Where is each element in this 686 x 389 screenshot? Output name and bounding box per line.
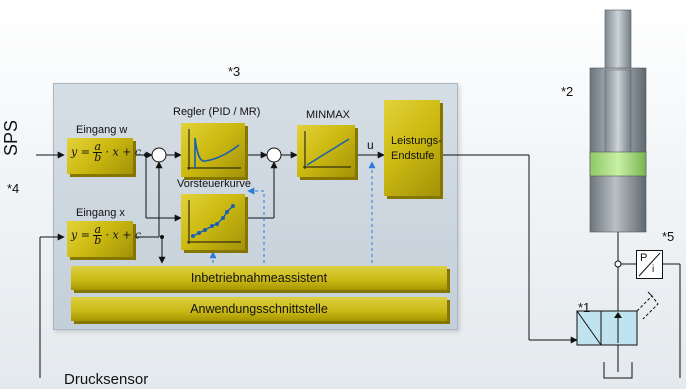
- ref-1-label: *1: [578, 300, 591, 315]
- minmax-graph-icon: [303, 131, 351, 169]
- drucksensor-label: Drucksensor: [64, 371, 149, 388]
- eingang-w-label: Eingang w: [76, 124, 128, 136]
- sps-label: SPS: [1, 119, 21, 156]
- minmax-block: [297, 125, 355, 177]
- u-label: u: [367, 138, 374, 152]
- regler-block: [181, 123, 245, 177]
- inbetriebnahmeassistent-label: Inbetriebnahmeassistent: [190, 271, 328, 285]
- regler-graph-icon: [187, 129, 241, 170]
- ref-5-label: *5: [662, 229, 675, 244]
- regler-label: Regler (PID / MR): [173, 106, 261, 118]
- leistung-label-1: Leistungs-: [391, 135, 442, 147]
- sensor-i-label: i: [652, 264, 655, 275]
- ref-2-label: *2: [561, 84, 574, 99]
- ref-3-label: *3: [228, 64, 241, 79]
- vorsteuerkurve-label: Vorsteuerkurve: [177, 178, 251, 190]
- minmax-label: MINMAX: [306, 109, 350, 121]
- leistung-label-2: Endstufe: [391, 150, 435, 162]
- anwendungsschnittstelle-bar: Anwendungsschnittstelle: [71, 297, 447, 321]
- inbetriebnahmeassistent-bar: Inbetriebnahmeassistent: [71, 266, 447, 290]
- leistungsendstufe-block: Leistungs- Endstufe: [384, 100, 442, 196]
- eingang-x-block: [67, 221, 133, 257]
- vorsteuerkurve-block: [181, 194, 245, 250]
- ref-4-label: *4: [7, 181, 20, 196]
- eingang-x-label: Eingang x: [76, 207, 125, 219]
- anwendungsschnittstelle-label: Anwendungsschnittstelle: [190, 302, 328, 316]
- pressure-sensor-box: P i: [636, 250, 663, 279]
- sensor-p-label: P: [640, 252, 648, 264]
- vorsteuerkurve-graph-icon: [187, 200, 241, 244]
- eingang-w-block: [67, 138, 133, 174]
